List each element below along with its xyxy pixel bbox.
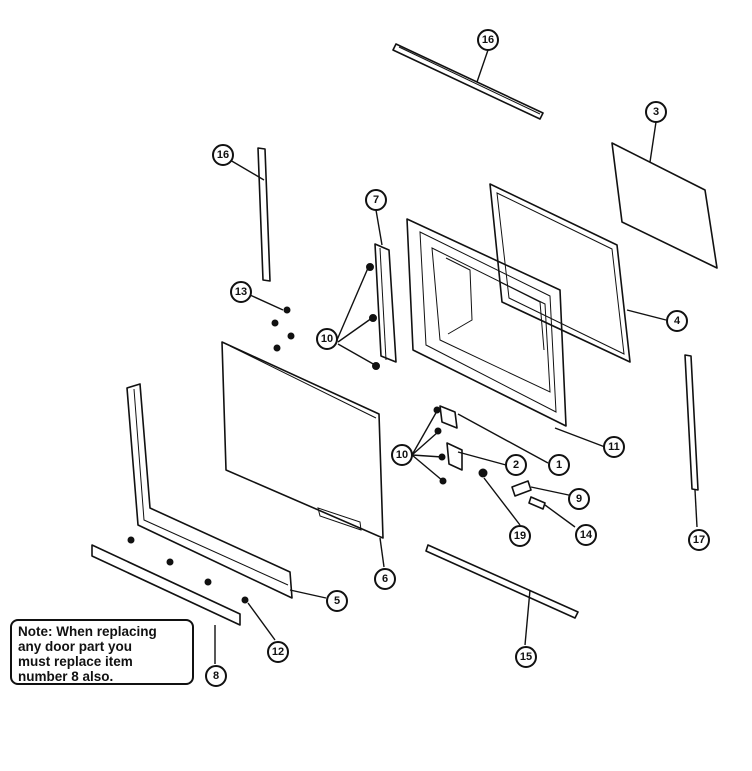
callout-label: 7 (373, 194, 379, 206)
callout-label: 16 (482, 34, 494, 46)
callout-3: 3 (645, 101, 667, 123)
callout-2: 2 (505, 454, 527, 476)
callout-8: 8 (205, 665, 227, 687)
note-line: any door part you (18, 639, 133, 654)
callout-label: 16 (217, 149, 229, 161)
callout-13: 13 (230, 281, 252, 303)
callout-9: 9 (568, 488, 590, 510)
note-line: Note: When replacing (18, 624, 157, 639)
callout-label: 1 (556, 459, 562, 471)
callout-7: 7 (365, 189, 387, 211)
callout-label: 4 (674, 315, 681, 327)
callout-label: 3 (653, 106, 659, 118)
callout-label: 11 (608, 441, 620, 453)
part-6-outer-door-panel (221, 341, 384, 539)
callout-1: 1 (548, 454, 570, 476)
callout-14: 14 (575, 524, 597, 546)
callout-4: 4 (666, 310, 688, 332)
callout-19: 19 (509, 525, 531, 547)
callout-label: 5 (334, 595, 340, 607)
part-11-inner-door-panel (406, 218, 567, 427)
part-12-screws (127, 536, 249, 604)
callout-label: 19 (514, 530, 526, 542)
part-18-left-strip (257, 147, 271, 282)
part-3-glass-panel (611, 142, 718, 269)
note-line: number 8 also. (18, 669, 114, 684)
callout-12: 12 (267, 641, 289, 663)
callout-label: 2 (513, 459, 519, 471)
callout-label: 8 (213, 670, 219, 682)
part-17-right-strip (684, 354, 699, 491)
part-4-window-frame (489, 183, 631, 363)
hinge-hardware (433, 405, 546, 510)
callout-16-left: 16 (212, 144, 234, 166)
callout-label: 12 (272, 646, 284, 658)
callout-label: 14 (580, 529, 593, 541)
callout-label: 10 (321, 333, 333, 345)
callout-10-lower: 10 (391, 444, 413, 466)
callout-label: 15 (520, 651, 532, 663)
callout-6: 6 (374, 568, 396, 590)
part-7-hinge-channel (374, 243, 397, 363)
part-16-top-gasket-strip (392, 43, 544, 120)
callout-label: 13 (235, 286, 247, 298)
part-5-door-trim-frame (126, 383, 293, 599)
callout-16-top: 16 (477, 29, 499, 51)
callout-15: 15 (515, 646, 537, 668)
replacement-note-box: Note: When replacing any door part you m… (10, 619, 194, 685)
callout-11: 11 (603, 436, 625, 458)
note-line: must replace item (18, 654, 133, 669)
callout-label: 10 (396, 449, 408, 461)
callout-label: 9 (576, 493, 582, 505)
part-15-bottom-strip (425, 544, 579, 619)
callout-17: 17 (688, 529, 710, 551)
part-13-screws (271, 306, 295, 352)
part-8-bottom-trim-strip (91, 544, 241, 626)
callout-10-upper: 10 (316, 328, 338, 350)
leader-lines (214, 49, 698, 664)
callout-label: 17 (693, 534, 705, 546)
callout-label: 6 (382, 573, 388, 585)
callout-5: 5 (326, 590, 348, 612)
